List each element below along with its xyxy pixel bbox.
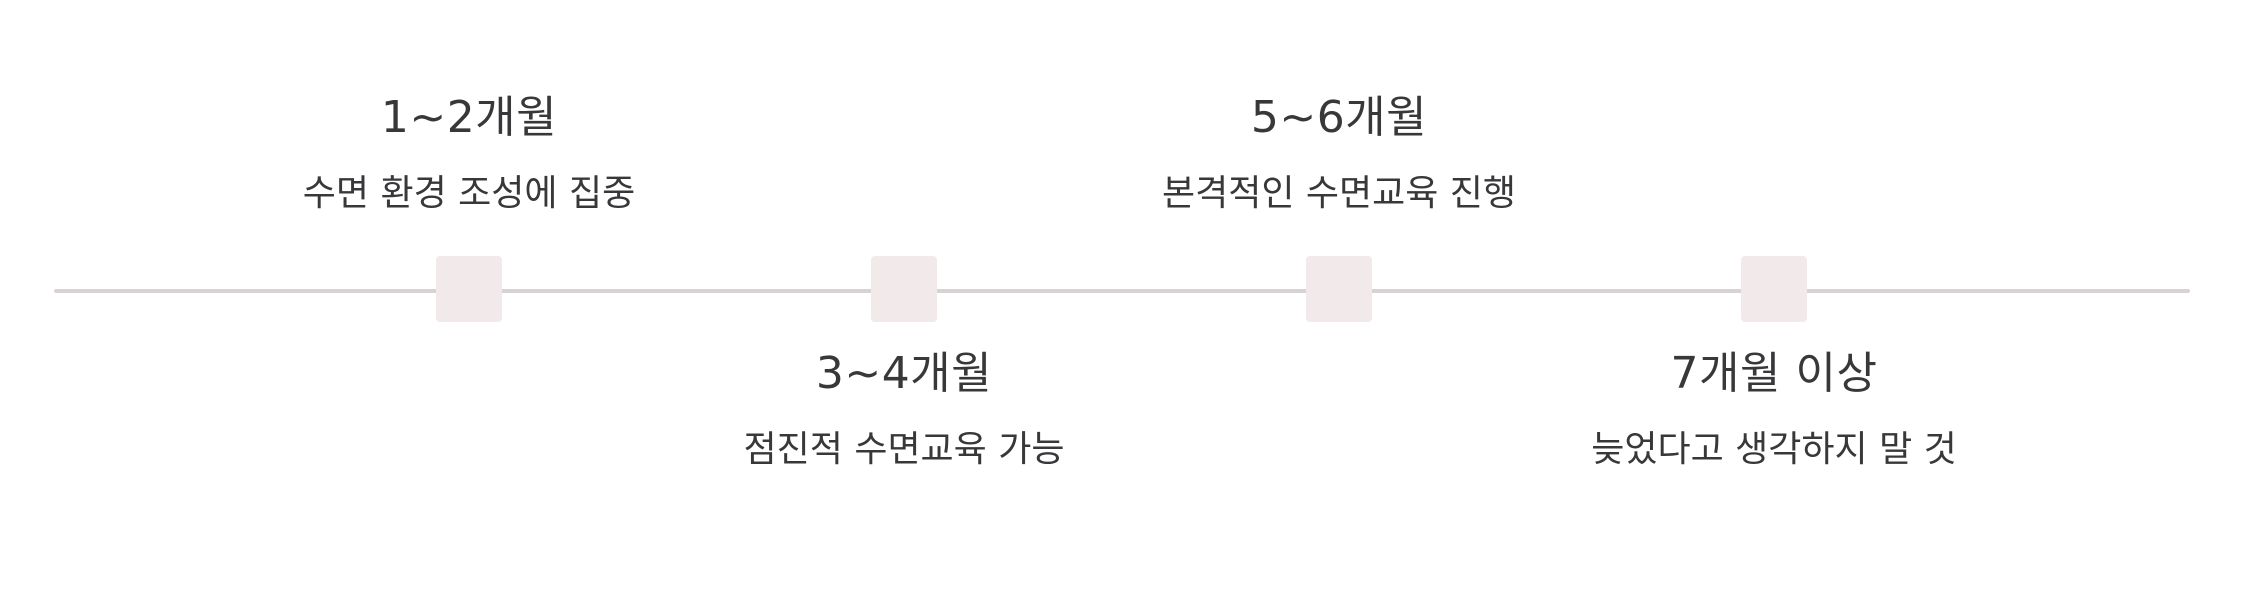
stage-description: 본격적인 수면교육 진행 — [1161, 173, 1517, 214]
timeline-stage-4: 7개월 이상 늦었다고 생각하지 말 것 — [1454, 348, 2094, 472]
stage-description: 점진적 수면교육 가능 — [743, 429, 1065, 470]
timeline-axis — [54, 289, 2190, 293]
timeline-stage-1: 1~2개월 수면 환경 조성에 집중 — [149, 92, 789, 216]
stage-period: 7개월 이상 — [1670, 348, 1878, 399]
timeline-marker-1 — [436, 256, 502, 322]
stage-description: 수면 환경 조성에 집중 — [302, 173, 636, 214]
timeline-marker-3 — [1306, 256, 1372, 322]
timeline-marker-2 — [871, 256, 937, 322]
stage-description: 늦었다고 생각하지 말 것 — [1591, 429, 1957, 470]
timeline-stage-3: 5~6개월 본격적인 수면교육 진행 — [1019, 92, 1659, 216]
stage-period: 1~2개월 — [380, 92, 558, 143]
timeline-stage-2: 3~4개월 점진적 수면교육 가능 — [584, 348, 1224, 472]
stage-period: 5~6개월 — [1250, 92, 1428, 143]
stage-period: 3~4개월 — [815, 348, 993, 399]
timeline-marker-4 — [1741, 256, 1807, 322]
